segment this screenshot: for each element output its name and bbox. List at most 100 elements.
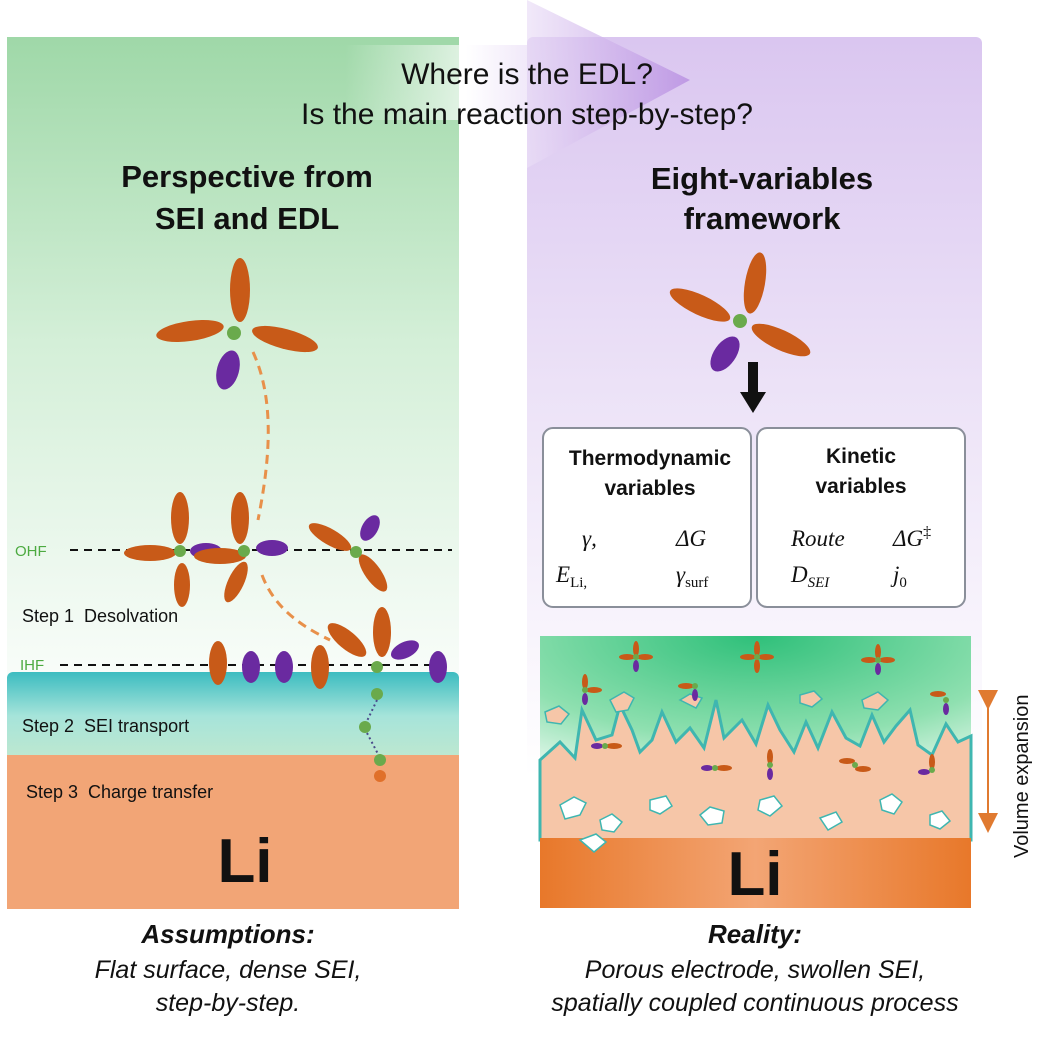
small-ion-cluster (582, 674, 602, 705)
solvent-petal (637, 654, 653, 660)
thermodynamic-variables-box: Thermodynamic variables γ, ΔG ELi, γsurf (542, 427, 752, 608)
kinetic-box-frame (756, 427, 966, 608)
sei-fragment (799, 690, 824, 708)
kinetic-variables-box: Kinetic variables Route ΔG‡ DSEI j0 (756, 427, 966, 608)
var-j0-main: j (890, 562, 899, 587)
left-title-line-2: SEI and EDL (155, 201, 339, 236)
li-ion (692, 683, 698, 689)
solvent-petal (678, 683, 694, 689)
li-ion (227, 326, 241, 340)
small-ion-cluster (678, 683, 698, 701)
solvent-petal (669, 288, 731, 322)
anion-petal (591, 743, 603, 749)
kinetic-title-line-2: variables (815, 475, 906, 498)
var-e-li: ELi, (555, 562, 587, 591)
solvent-petal (879, 657, 895, 663)
porous-sei-layer (538, 699, 973, 842)
li-ion (174, 545, 186, 557)
li-ion (350, 546, 362, 558)
solvent-petal (930, 691, 946, 697)
pore (757, 795, 784, 817)
solvent-petal (767, 749, 773, 765)
pore (929, 810, 952, 830)
header-arrow-shape (345, 0, 690, 168)
transport-dots (366, 699, 379, 755)
li-ion (602, 743, 608, 749)
solvent-petal (231, 492, 249, 544)
solvent-petal (124, 545, 176, 561)
solvent-petal (758, 654, 774, 660)
solvent-petal (716, 765, 732, 771)
var-delta-g-dagger-main: ΔG (892, 526, 923, 551)
li-ion (733, 314, 747, 328)
anion-petal (390, 640, 420, 660)
li-ion (875, 657, 881, 663)
solvent-petal (633, 641, 639, 657)
thermo-box-frame (542, 427, 752, 608)
var-e-li-sub: Li, (570, 575, 587, 591)
solvent-petal (194, 548, 246, 564)
anion-petal (943, 703, 949, 715)
solvent-petal (743, 252, 767, 314)
solvent-petal (751, 323, 811, 357)
anion-petal (242, 651, 260, 683)
anion-petal (692, 689, 698, 701)
anion-petal (875, 663, 881, 675)
var-j0: j0 (890, 562, 907, 591)
var-route: Route (790, 526, 845, 551)
solvated-li-ion-ohf-2 (194, 492, 288, 603)
solvent-petal (174, 563, 190, 607)
right-title-line-1: Eight-variables (651, 161, 873, 196)
solvated-li-ion-ohf-3 (308, 515, 388, 592)
small-ion-cluster (918, 754, 935, 775)
solvent-petal (373, 607, 391, 657)
left-panel (7, 37, 459, 909)
pore (578, 833, 608, 853)
var-delta-g: ΔG (675, 526, 706, 551)
solvated-li-ion-top (156, 258, 318, 390)
solvent-petal (311, 645, 329, 689)
anion-petal (582, 693, 588, 705)
small-ion-cluster (767, 749, 773, 780)
anion-petal (633, 660, 639, 672)
thermo-title-line-2: variables (604, 477, 695, 500)
solvent-petal (875, 644, 881, 660)
ion-trajectory (251, 351, 270, 521)
left-caption-title: Assumptions: (140, 919, 314, 949)
li-ion (371, 661, 383, 673)
var-e-li-main: E (555, 562, 570, 587)
li-ion (943, 697, 949, 703)
li-ion (359, 721, 371, 733)
small-ion-cluster (861, 644, 895, 675)
left-title-line-1: Perspective from (121, 159, 373, 194)
var-j0-sub: 0 (899, 575, 907, 591)
li-ion (767, 762, 773, 768)
anion-petal (216, 350, 240, 390)
anion-petal (256, 540, 288, 556)
anion-petal (275, 651, 293, 683)
small-ion-cluster (591, 743, 622, 749)
li-ion (371, 688, 383, 700)
right-caption-line-2: spatially coupled continuous process (551, 989, 958, 1017)
volume-expansion-indicator: Volume expansion (978, 690, 1033, 858)
sei-fragment (544, 705, 571, 725)
sei-fragment (609, 691, 635, 713)
pore (698, 806, 725, 826)
solvent-petal (929, 754, 935, 770)
var-gamma-surf-main: γ (676, 562, 686, 587)
li-ion (929, 767, 935, 773)
var-d-sei: DSEI (790, 562, 830, 591)
right-title-line-2: framework (684, 201, 842, 236)
solvent-petal (308, 523, 352, 551)
ion-trajectory (260, 574, 331, 642)
left-caption-line-2: step-by-step. (156, 989, 301, 1017)
right-caption-title: Reality: (708, 919, 802, 949)
li-ion-transport-path (359, 688, 386, 782)
desolvating-li-ion (327, 607, 420, 673)
solvent-petal (156, 320, 224, 342)
var-dagger: ‡ (923, 524, 931, 541)
anion-petal (918, 769, 930, 775)
solvated-li-ion-right (669, 252, 811, 372)
step-3-label: Step 3 Charge transfer (26, 782, 213, 802)
solvent-petal (861, 657, 877, 663)
